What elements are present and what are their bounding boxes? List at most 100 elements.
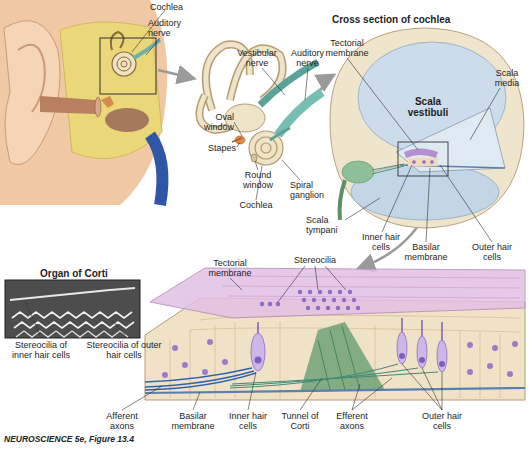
organ-of-corti xyxy=(222,359,228,365)
leader-lines xyxy=(255,161,258,170)
organ-of-corti xyxy=(332,298,336,302)
part-label: Inner hair cells xyxy=(224,411,272,431)
cochlea-cross-section xyxy=(372,164,404,174)
part-label: Spiral ganglion xyxy=(290,180,330,200)
outer-ear-panel xyxy=(0,0,167,205)
organ-of-corti xyxy=(487,363,493,369)
leader-lines xyxy=(278,266,305,302)
organ-of-corti xyxy=(417,336,427,368)
organ-of-corti xyxy=(145,268,525,400)
part-label: Stereocilia of inner hair cells xyxy=(4,340,78,360)
outer-ear-panel xyxy=(150,135,162,205)
leader-lines xyxy=(426,168,430,242)
organ-of-corti xyxy=(150,268,525,318)
part-label: Stereocilia xyxy=(280,255,350,265)
leader-lines xyxy=(345,198,380,220)
outer-ear-panel xyxy=(105,108,149,132)
sem-micrograph xyxy=(12,312,132,318)
part-label: Cochlea xyxy=(150,2,200,12)
organ-of-corti xyxy=(419,357,425,363)
part-label: Scala media xyxy=(486,68,528,88)
organ-of-corti xyxy=(326,306,330,310)
inner-ear-labyrinth xyxy=(278,92,322,135)
part-label: Afferent axons xyxy=(98,411,146,431)
leader-lines xyxy=(402,364,442,410)
outer-ear-panel xyxy=(112,52,136,76)
figure-caption: NEUROSCIENCE 5e, Figure 13.4 xyxy=(4,434,134,444)
zoom-arrow xyxy=(158,70,192,78)
sem-micrograph xyxy=(5,280,140,338)
outer-ear-panel xyxy=(0,0,167,205)
inner-ear-labyrinth xyxy=(251,154,257,162)
leader-lines xyxy=(352,384,360,410)
part-label: Tectorial membrane xyxy=(320,38,374,58)
organ-of-corti xyxy=(207,339,213,345)
leader-lines xyxy=(352,378,392,410)
organ-of-corti xyxy=(352,298,356,302)
organ-of-corti xyxy=(260,290,360,310)
leader-lines xyxy=(442,372,443,410)
sem-micrograph xyxy=(5,280,140,338)
part-label: Cochlea xyxy=(234,200,278,210)
leader-lines xyxy=(262,68,285,95)
organ-of-corti xyxy=(397,332,407,364)
outer-ear-panel xyxy=(95,97,101,117)
leader-lines xyxy=(347,58,418,150)
organ-of-corti xyxy=(342,298,346,302)
cochlea-cross-section xyxy=(404,149,438,159)
outer-ear-panel xyxy=(101,96,114,108)
part-label: Inner hair cells xyxy=(358,232,404,252)
leader-lines xyxy=(25,10,500,410)
organ-of-corti xyxy=(260,302,264,306)
organ-of-corti xyxy=(318,326,360,390)
cochlea-cross-section xyxy=(408,158,438,166)
organ-of-corti xyxy=(215,276,520,298)
organ-of-corti xyxy=(172,345,178,351)
leader-lines xyxy=(146,38,160,55)
part-label: Scala vestibuli xyxy=(402,96,454,118)
outer-ear-panel xyxy=(111,32,124,50)
cochlea-cross-section xyxy=(342,161,374,183)
organ-of-corti xyxy=(312,298,316,302)
leader-lines xyxy=(122,386,162,410)
leader-lines xyxy=(305,68,308,100)
part-label: Efferent axons xyxy=(328,411,376,431)
cochlea-cross-section xyxy=(430,160,434,164)
organ-of-corti xyxy=(255,357,262,364)
outer-ear-panel xyxy=(100,38,156,94)
cochlea-cross-section xyxy=(330,28,524,228)
inner-ear-labyrinth xyxy=(270,128,290,140)
organ-of-corti xyxy=(338,290,342,294)
organ-of-corti xyxy=(356,306,360,310)
part-label: Basilar membrane xyxy=(166,411,220,431)
organ-of-corti xyxy=(437,340,447,372)
leader-lines xyxy=(248,372,256,410)
part-label: Oval window xyxy=(188,112,234,132)
part-label: Auditory nerve xyxy=(285,48,330,68)
inner-ear-labyrinth xyxy=(232,138,242,142)
organ-of-corti xyxy=(202,369,208,375)
leader-lines xyxy=(25,300,40,335)
organ-of-corti xyxy=(258,318,442,340)
organ-of-corti xyxy=(399,353,405,359)
part-label: Cross section of cochlea xyxy=(332,14,482,25)
part-label: Basilar membrane xyxy=(402,242,450,262)
organ-of-corti xyxy=(145,388,525,393)
leader-lines xyxy=(234,122,242,136)
organ-of-corti xyxy=(316,306,320,310)
sem-micrograph xyxy=(16,331,128,337)
organ-of-corti xyxy=(336,306,340,310)
part-label: Stereocilia of outer hair cells xyxy=(86,340,162,360)
outer-ear-panel xyxy=(40,96,96,114)
leader-lines xyxy=(193,392,200,410)
sem-micrograph xyxy=(10,288,135,300)
part-label: Tectorial membrane xyxy=(203,258,257,278)
organ-of-corti xyxy=(512,341,518,347)
cochlea-cross-section xyxy=(340,180,345,220)
organ-of-corti xyxy=(268,302,272,306)
outer-ear-panel xyxy=(4,21,60,165)
cochlea-cross-section xyxy=(422,160,426,164)
leader-lines xyxy=(282,160,300,180)
organ-of-corti xyxy=(439,361,445,367)
